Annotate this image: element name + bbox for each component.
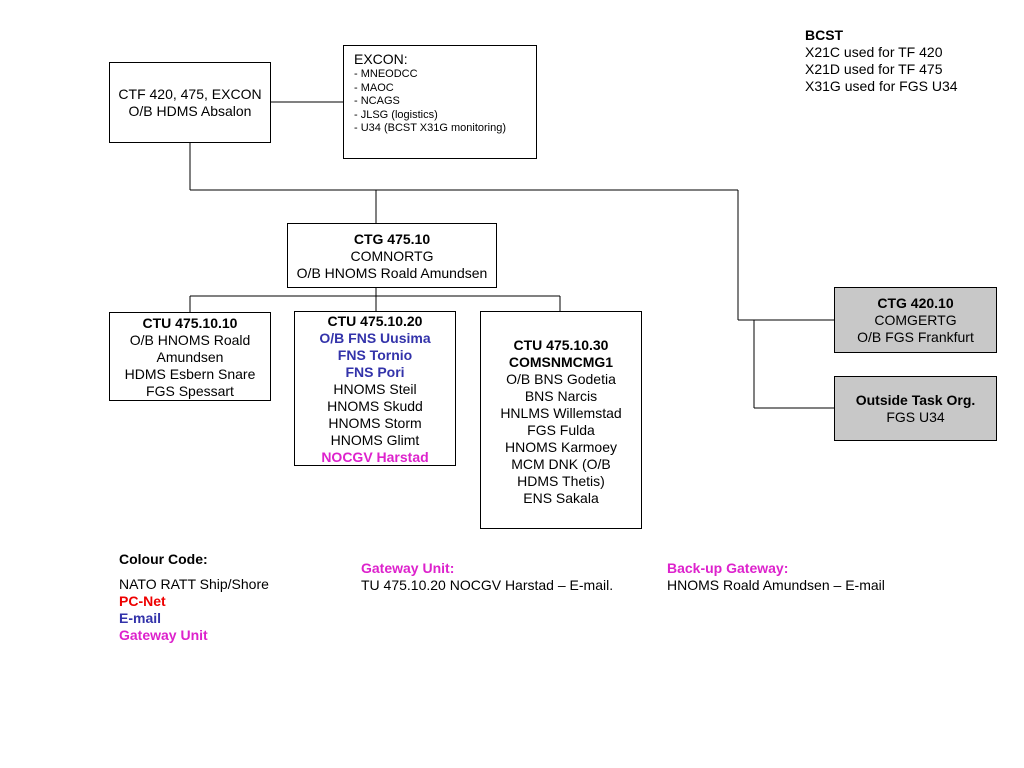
excon-item: - MNEODCC (354, 68, 418, 80)
ctg-475-10-line: O/B HNOMS Roald Amundsen (296, 265, 488, 281)
ctu-475-10-30-line: MCM DNK (O/B (511, 456, 611, 472)
gateway-unit-text: TU 475.10.20 NOCGV Harstad – E-mail. (361, 577, 614, 593)
bcst-line: X31G used for FGS U34 (805, 78, 958, 94)
gateway-unit-note: Gateway Unit: TU 475.10.20 NOCGV Harstad… (361, 560, 613, 594)
ctf-line-2: O/B HDMS Absalon (128, 103, 252, 119)
ctu-475-10-20-email-unit: FNS Pori (345, 364, 405, 380)
gateway-unit-label: Gateway Unit: (361, 560, 455, 576)
outside-task-org-title: Outside Task Org. (855, 392, 976, 408)
ctu-475-10-10-line: Amundsen (156, 349, 224, 365)
ctu-475-10-30-line: HNOMS Karmoey (504, 439, 618, 455)
ctu-475-10-30-line: HDMS Thetis) (517, 473, 605, 489)
ctu-475-10-30-line: O/B BNS Godetia (506, 371, 616, 387)
ctu-475-10-10-line: FGS Spessart (146, 383, 234, 399)
legend-pcnet: PC-Net (119, 593, 166, 609)
ctg-475-10-line: COMNORTG (350, 248, 434, 264)
bcst-title: BCST (805, 27, 844, 43)
ctg-420-10-title: CTG 420.10 (877, 295, 954, 311)
excon-item: - MAOC (354, 81, 394, 94)
ctg-420-10-line: COMGERTG (874, 312, 957, 328)
colour-code-legend: Colour Code: NATO RATT Ship/Shore PC-Net… (119, 551, 269, 644)
ctu-475-10-30-line: ENS Sakala (523, 490, 599, 506)
ctu-475-10-10-title: CTU 475.10.10 (142, 315, 238, 331)
ctf-box: CTF 420, 475, EXCON O/B HDMS Absalon (109, 62, 271, 143)
bcst-note: BCST X21C used for TF 420 X21D used for … (805, 27, 958, 95)
ctu-475-10-10-box: CTU 475.10.10 O/B HNOMS Roald Amundsen H… (109, 312, 271, 401)
excon-item: - JLSG (logistics) (354, 108, 438, 121)
ctu-475-10-30-subtitle: COMSNMCMG1 (508, 354, 614, 370)
ctu-475-10-20-line: HNOMS Glimt (330, 432, 420, 448)
backup-gateway-note: Back-up Gateway: HNOMS Roald Amundsen – … (667, 560, 885, 594)
outside-task-org-box: Outside Task Org. FGS U34 (834, 376, 997, 441)
legend-email: E-mail (119, 610, 162, 626)
legend-nato: NATO RATT Ship/Shore (119, 576, 269, 592)
excon-item: - U34 (BCST X31G monitoring) (354, 122, 507, 134)
bcst-line: X21D used for TF 475 (805, 61, 943, 77)
backup-gateway-label: Back-up Gateway: (667, 560, 789, 576)
legend-title: Colour Code: (119, 551, 208, 567)
ctu-475-10-30-line: HNLMS Willemstad (500, 405, 622, 421)
bcst-line: X21C used for TF 420 (805, 44, 943, 60)
ctu-475-10-10-line: O/B HNOMS Roald (129, 332, 251, 348)
ctu-475-10-20-line: HNOMS Skudd (327, 398, 423, 414)
ctu-475-10-20-email-unit: FNS Tornio (337, 347, 413, 363)
ctu-475-10-20-email-unit: O/B FNS Uusima (319, 330, 431, 346)
excon-title: EXCON: (354, 51, 408, 67)
ctg-420-10-line: O/B FGS Frankfurt (857, 329, 974, 345)
backup-gateway-text: HNOMS Roald Amundsen – E-mail (667, 577, 885, 593)
ctu-475-10-20-gateway-unit: NOCGV Harstad (321, 449, 429, 465)
ctu-475-10-20-box: CTU 475.10.20 O/B FNS Uusima FNS Tornio … (294, 311, 456, 466)
ctg-420-10-box: CTG 420.10 COMGERTG O/B FGS Frankfurt (834, 287, 997, 353)
ctu-475-10-20-title: CTU 475.10.20 (327, 313, 423, 329)
ctg-475-10-title: CTG 475.10 (353, 231, 431, 247)
ctu-475-10-20-line: HNOMS Storm (328, 415, 422, 431)
ctu-475-10-30-title: CTU 475.10.30 (513, 337, 609, 353)
legend-gateway: Gateway Unit (119, 627, 208, 643)
outside-task-org-line: FGS U34 (886, 409, 945, 425)
ctu-475-10-10-line: HDMS Esbern Snare (124, 366, 256, 382)
ctu-475-10-20-line: HNOMS Steil (333, 381, 417, 397)
ctu-475-10-30-line: FGS Fulda (527, 422, 595, 438)
ctg-475-10-box: CTG 475.10 COMNORTG O/B HNOMS Roald Amun… (287, 223, 497, 288)
excon-box: EXCON: - MNEODCC - MAOC - NCAGS - JLSG (… (343, 45, 537, 159)
excon-item: - NCAGS (354, 95, 400, 107)
ctu-475-10-30-box: CTU 475.10.30 COMSNMCMG1 O/B BNS Godetia… (480, 311, 642, 529)
ctf-line-1: CTF 420, 475, EXCON (118, 86, 262, 102)
ctu-475-10-30-line: BNS Narcis (524, 388, 598, 404)
